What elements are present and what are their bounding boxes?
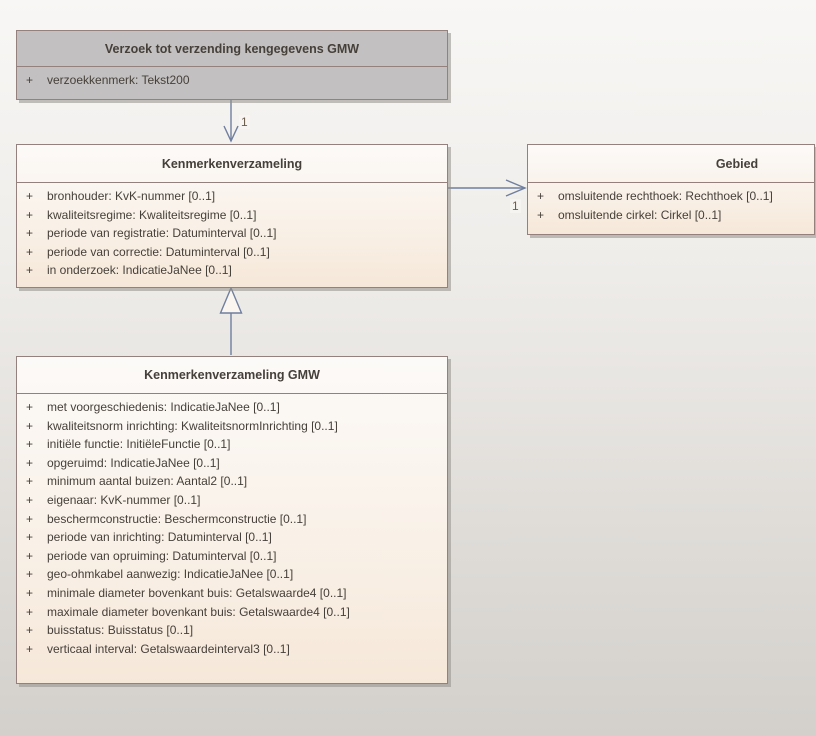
attribute-text: omsluitende rechthoek: Rechthoek [0..1]: [558, 189, 773, 203]
attribute-text: periode van opruiming: Datuminterval [0.…: [47, 548, 277, 563]
visibility-symbol: +: [26, 530, 34, 545]
attribute-row[interactable]: + periode van opruiming: Datuminterval […: [17, 547, 447, 566]
attribute-row[interactable]: + verticaal interval: Getalswaardeinterv…: [17, 640, 447, 659]
attribute-text: beschermconstructie: Beschermconstructie…: [47, 511, 307, 526]
attribute-row[interactable]: + eigenaar: KvK-nummer [0..1]: [17, 491, 447, 510]
attribute-text: kwaliteitsnorm inrichting: Kwaliteitsnor…: [47, 418, 338, 433]
attribute-text: buisstatus: Buisstatus [0..1]: [47, 623, 194, 638]
visibility-symbol: +: [26, 511, 34, 526]
visibility-symbol: +: [26, 604, 34, 619]
attribute-text: periode van inrichting: Datuminterval [0…: [47, 530, 272, 545]
attribute-row[interactable]: + in onderzoek: IndicatieJaNee [0..1]: [17, 261, 447, 280]
attribute-text: verticaal interval: Getalswaardeinterval…: [47, 641, 290, 656]
attribute-text: minimum aantal buizen: Aantal2 [0..1]: [47, 474, 248, 489]
attribute-text: initiële functie: InitiëleFunctie [0..1]: [47, 437, 231, 452]
visibility-symbol: +: [26, 226, 34, 241]
attribute-row[interactable]: + periode van inrichting: Datuminterval …: [17, 528, 447, 547]
class-title: Gebied: [528, 145, 814, 183]
attribute-text: kwaliteitsregime: Kwaliteitsregime [0..1…: [47, 207, 257, 222]
hollow-triangle-arrowhead-icon: [219, 286, 243, 314]
multiplicity-label: 1: [239, 115, 250, 129]
attribute-list: + omsluitende rechthoek: Rechthoek [0..1…: [528, 183, 814, 224]
attribute-row[interactable]: + initiële functie: InitiëleFunctie [0..…: [17, 435, 447, 454]
association-kenmerkenverzameling-to-gebied[interactable]: [446, 179, 527, 197]
attribute-row[interactable]: + kwaliteitsregime: Kwaliteitsregime [0.…: [17, 206, 447, 225]
visibility-symbol: +: [26, 455, 34, 470]
attribute-text: bronhouder: KvK-nummer [0..1]: [47, 189, 216, 203]
attribute-row[interactable]: + minimale diameter bovenkant buis: Geta…: [17, 584, 447, 603]
visibility-symbol: +: [26, 263, 34, 278]
attribute-text: met voorgeschiedenis: IndicatieJaNee [0.…: [47, 400, 280, 414]
attribute-row[interactable]: + omsluitende cirkel: Cirkel [0..1]: [528, 206, 814, 225]
visibility-symbol: +: [26, 207, 34, 222]
attribute-text: opgeruimd: IndicatieJaNee [0..1]: [47, 455, 220, 470]
visibility-symbol: +: [26, 567, 34, 582]
attribute-text: verzoekkenmerk: Tekst200: [47, 73, 190, 87]
attribute-text: periode van registratie: Datuminterval […: [47, 226, 277, 241]
attribute-row[interactable]: + geo-ohmkabel aanwezig: IndicatieJaNee …: [17, 565, 447, 584]
attribute-row[interactable]: + opgeruimd: IndicatieJaNee [0..1]: [17, 454, 447, 473]
attribute-list: + met voorgeschiedenis: IndicatieJaNee […: [17, 394, 447, 658]
open-arrowhead-right-icon: [505, 179, 527, 197]
visibility-symbol: +: [26, 623, 34, 638]
attribute-row[interactable]: + bronhouder: KvK-nummer [0..1]: [17, 187, 447, 206]
visibility-symbol: +: [26, 73, 34, 87]
attribute-row[interactable]: + beschermconstructie: Beschermconstruct…: [17, 510, 447, 529]
class-gebied[interactable]: Gebied + omsluitende rechthoek: Rechthoe…: [527, 144, 815, 235]
class-verzoek-tot-verzending-kengegevens-gmw[interactable]: Verzoek tot verzending kengegevens GMW +…: [16, 30, 448, 100]
attribute-text: maximale diameter bovenkant buis: Getals…: [47, 604, 350, 619]
attribute-row[interactable]: + maximale diameter bovenkant buis: Geta…: [17, 603, 447, 622]
attribute-row[interactable]: + omsluitende rechthoek: Rechthoek [0..1…: [528, 187, 814, 206]
attribute-list: + verzoekkenmerk: Tekst200: [17, 67, 447, 90]
multiplicity-label: 1: [510, 199, 521, 213]
visibility-symbol: +: [26, 418, 34, 433]
visibility-symbol: +: [26, 474, 34, 489]
class-title: Kenmerkenverzameling: [17, 145, 447, 183]
class-title: Kenmerkenverzameling GMW: [17, 357, 447, 394]
visibility-symbol: +: [26, 548, 34, 563]
visibility-symbol: +: [26, 641, 34, 656]
visibility-symbol: +: [26, 437, 34, 452]
attribute-text: minimale diameter bovenkant buis: Getals…: [47, 585, 347, 600]
attribute-text: in onderzoek: IndicatieJaNee [0..1]: [47, 263, 232, 278]
visibility-symbol: +: [26, 189, 34, 203]
attribute-text: eigenaar: KvK-nummer [0..1]: [47, 492, 201, 507]
class-kenmerkenverzameling-gmw[interactable]: Kenmerkenverzameling GMW + met voorgesch…: [16, 356, 448, 684]
visibility-symbol: +: [537, 189, 545, 203]
attribute-text: geo-ohmkabel aanwezig: IndicatieJaNee [0…: [47, 567, 294, 582]
generalization-gmw-to-kenmerkenverzameling[interactable]: [219, 286, 243, 355]
attribute-row[interactable]: + verzoekkenmerk: Tekst200: [17, 71, 447, 90]
attribute-text: periode van correctie: Datuminterval [0.…: [47, 244, 270, 259]
class-kenmerkenverzameling[interactable]: Kenmerkenverzameling + bronhouder: KvK-n…: [16, 144, 448, 288]
visibility-symbol: +: [537, 207, 545, 222]
attribute-row[interactable]: + kwaliteitsnorm inrichting: Kwaliteitsn…: [17, 417, 447, 436]
class-title: Verzoek tot verzending kengegevens GMW: [17, 31, 447, 67]
visibility-symbol: +: [26, 492, 34, 507]
attribute-row[interactable]: + periode van correctie: Datuminterval […: [17, 243, 447, 262]
attribute-row[interactable]: + minimum aantal buizen: Aantal2 [0..1]: [17, 472, 447, 491]
attribute-text: omsluitende cirkel: Cirkel [0..1]: [558, 207, 722, 222]
open-arrowhead-down-icon: [223, 125, 239, 143]
attribute-row[interactable]: + met voorgeschiedenis: IndicatieJaNee […: [17, 398, 447, 417]
association-verzoek-to-kenmerkenverzameling[interactable]: [223, 98, 239, 143]
attribute-row[interactable]: + periode van registratie: Datuminterval…: [17, 224, 447, 243]
attribute-row[interactable]: + buisstatus: Buisstatus [0..1]: [17, 621, 447, 640]
attribute-list: + bronhouder: KvK-nummer [0..1] + kwalit…: [17, 183, 447, 280]
visibility-symbol: +: [26, 585, 34, 600]
visibility-symbol: +: [26, 244, 34, 259]
visibility-symbol: +: [26, 400, 34, 414]
